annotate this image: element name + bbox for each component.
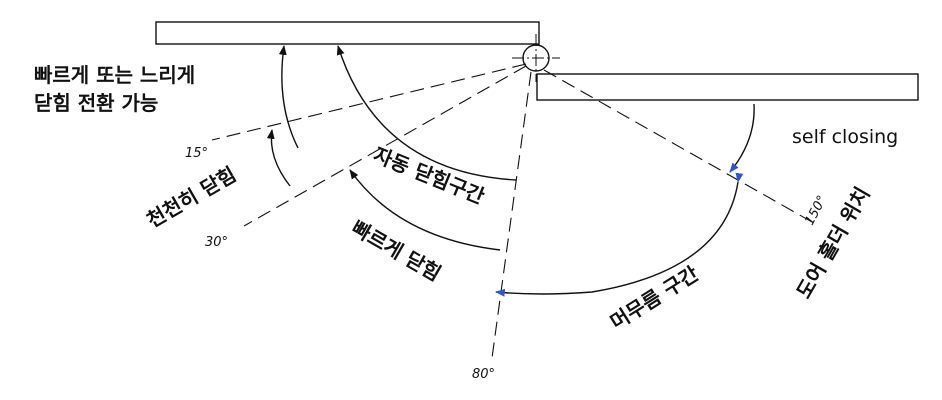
angle-line-15 <box>211 63 527 141</box>
label-slow-close: 천천히 닫힘 <box>143 162 241 232</box>
angle-line-30 <box>243 65 527 227</box>
angle-label-15: 15° <box>185 146 208 161</box>
arc-hold-zone <box>495 172 744 297</box>
angle-line-150 <box>543 69 813 223</box>
label-self-closing: self closing <box>792 126 898 148</box>
door-closed-panel <box>155 21 540 45</box>
angle-label-150: 150° <box>802 193 830 228</box>
angle-label-80: 80° <box>472 367 495 382</box>
arc-fast-close <box>349 169 501 251</box>
label-fast-slow-switch-line2: 닫힘 전환 가능 <box>34 91 158 115</box>
angle-label-30: 30° <box>205 235 228 250</box>
arc-slow-close <box>266 129 291 187</box>
arc-auto-close-zone <box>336 45 517 181</box>
arc-self-closing <box>729 103 755 173</box>
arc-fast-slow-switch <box>278 45 299 149</box>
label-door-holder-position: 도어 홀더 위치 <box>792 183 875 303</box>
angle-line-80 <box>491 71 532 359</box>
label-hold-zone: 머무름 구간 <box>606 261 703 334</box>
label-fast-slow-switch-line1: 빠르게 또는 느리게 <box>34 63 195 87</box>
label-auto-close-zone: 자동 닫힘구간 <box>370 142 488 208</box>
label-fast-close: 빠르게 닫힘 <box>348 216 446 286</box>
door-open-panel <box>536 73 919 101</box>
